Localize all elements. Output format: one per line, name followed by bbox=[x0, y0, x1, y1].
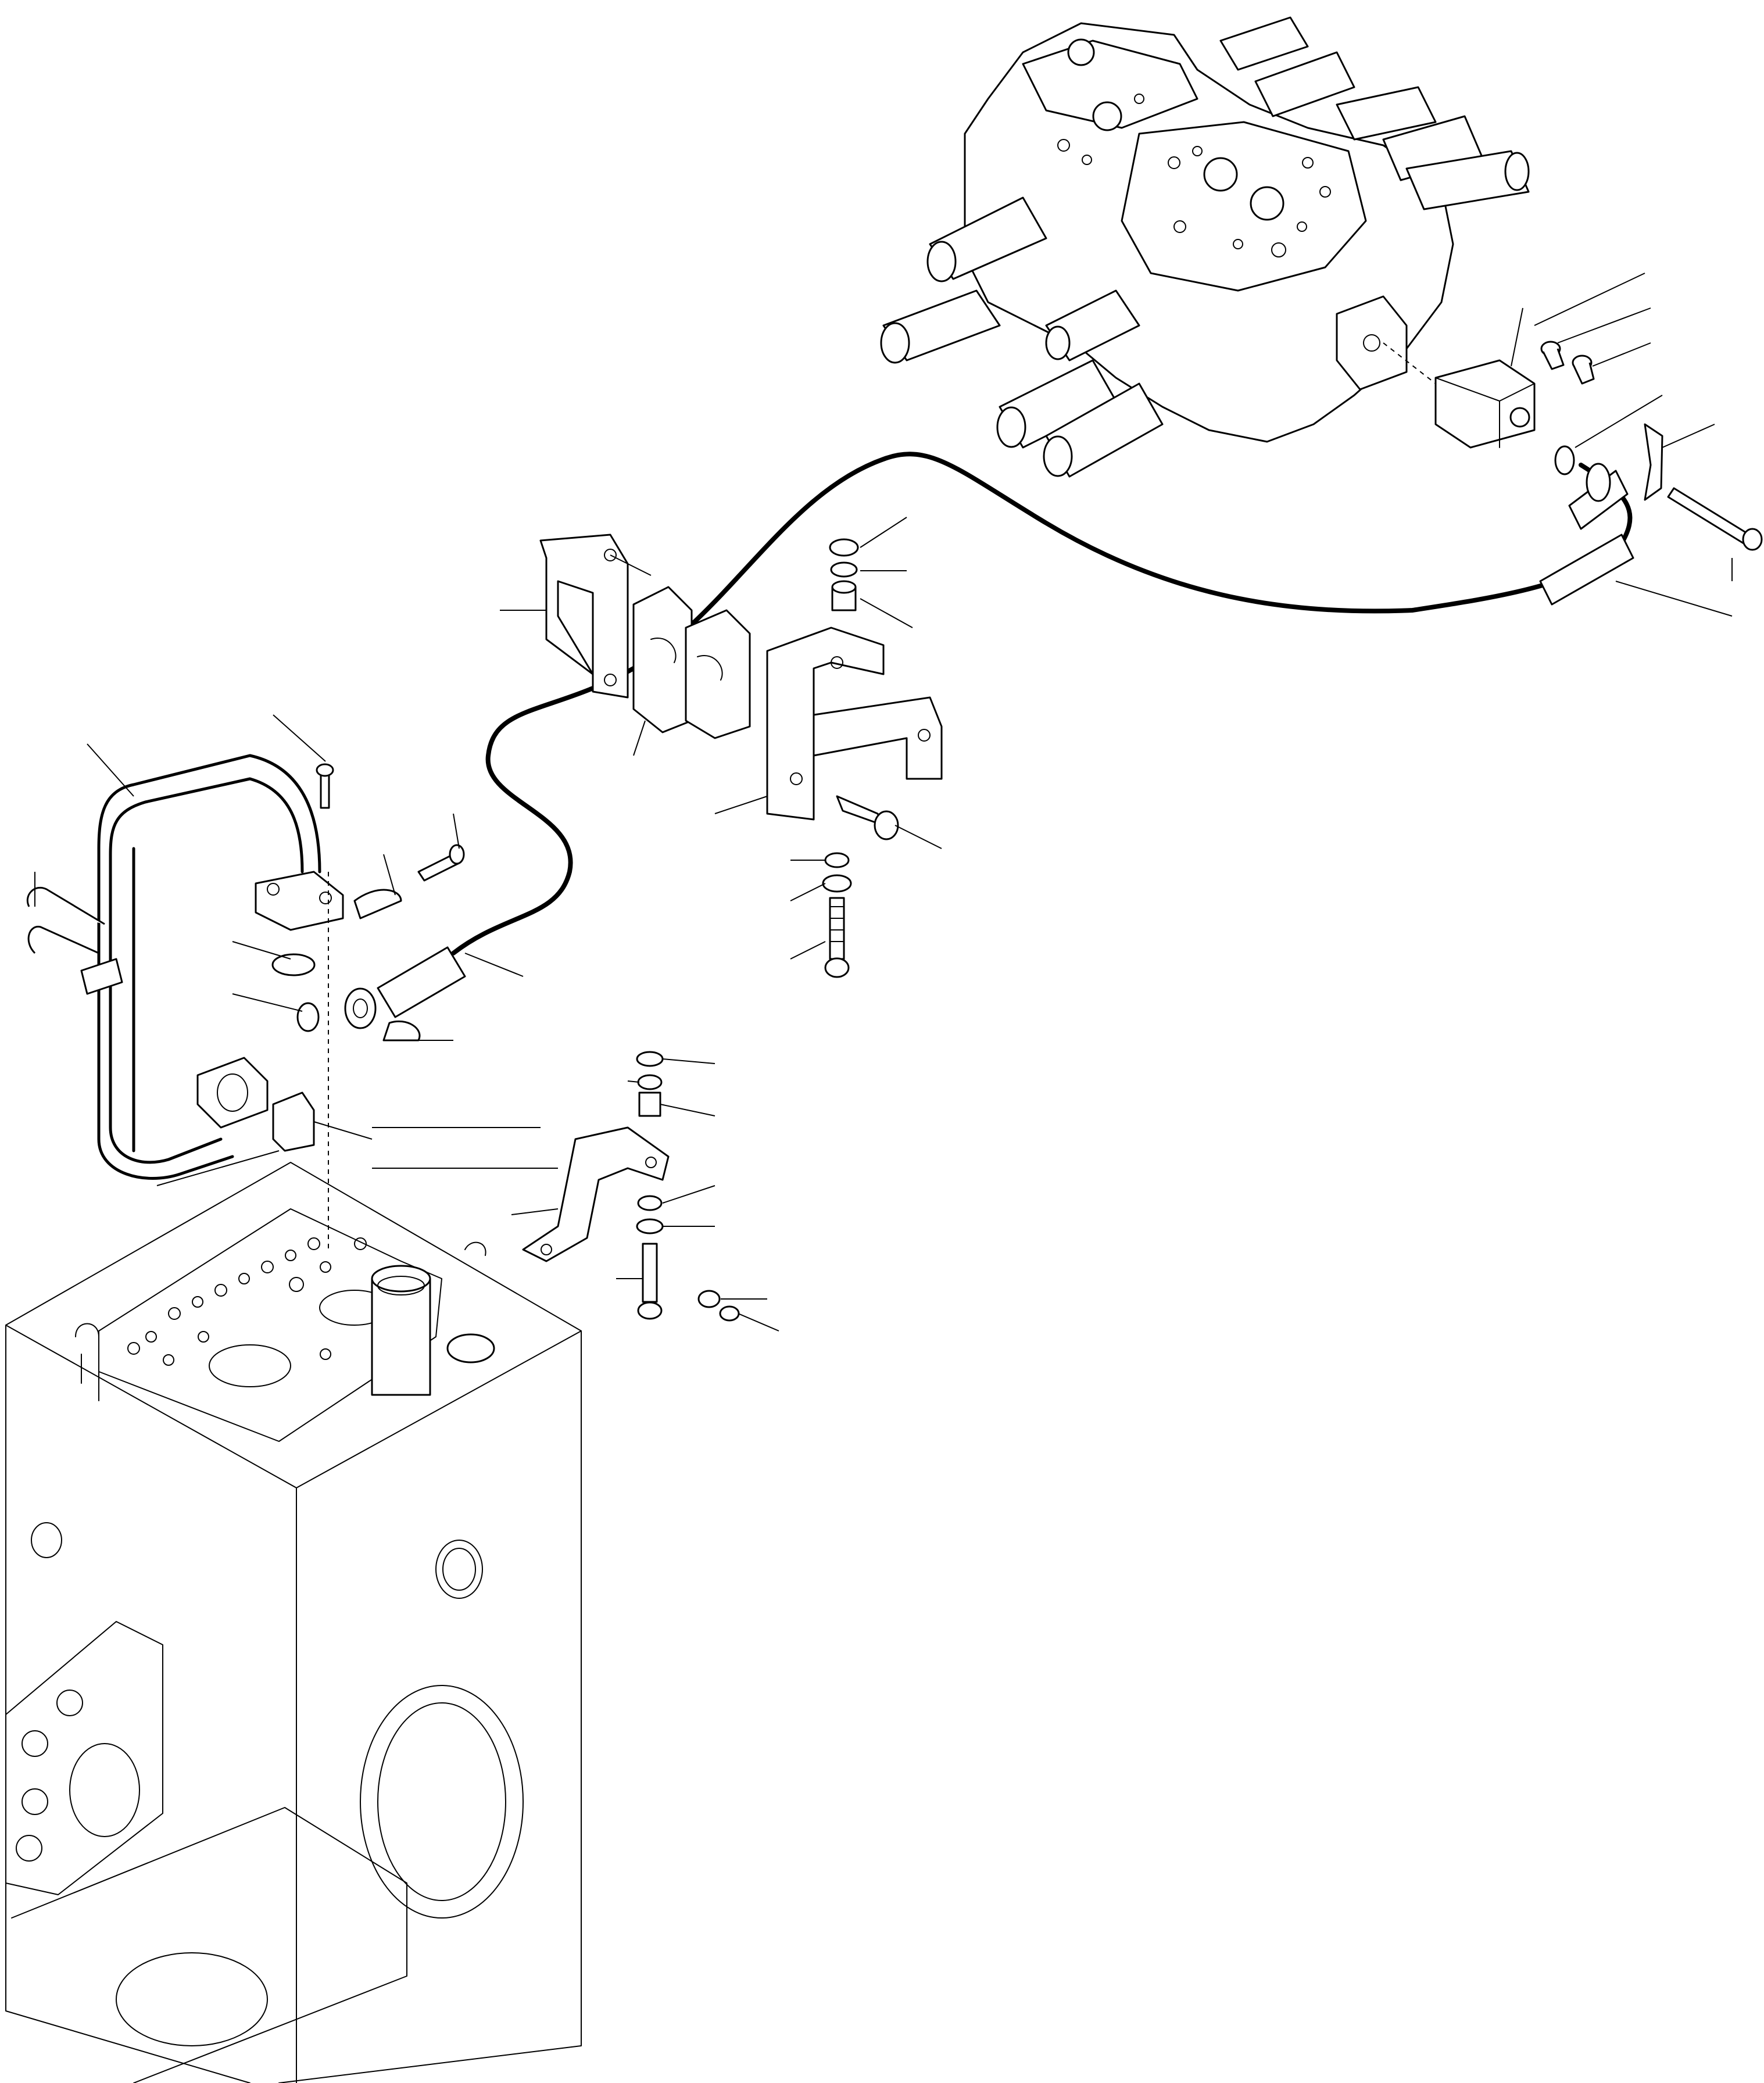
flange-bolt bbox=[836, 795, 899, 840]
clamp-halves-left bbox=[353, 889, 421, 1042]
u-bolt bbox=[26, 886, 123, 995]
bent-tube bbox=[97, 754, 321, 1180]
tube-flange-top bbox=[255, 871, 344, 931]
clamp-bracket bbox=[539, 534, 629, 699]
support-bracket bbox=[766, 627, 943, 821]
leader-lines bbox=[34, 273, 1733, 1332]
split-flange-clamp bbox=[1644, 423, 1663, 501]
spacer-block bbox=[272, 1091, 315, 1152]
small-bolts-left bbox=[316, 763, 465, 882]
hose-assembly bbox=[344, 452, 1634, 1029]
o-ring bbox=[1554, 445, 1575, 475]
adapter-screws bbox=[1540, 341, 1595, 385]
o-rings-left bbox=[271, 953, 320, 1032]
rubber-clamp-halves bbox=[632, 586, 751, 739]
small-bracket bbox=[522, 1126, 670, 1262]
stack-washers-upper bbox=[829, 538, 859, 611]
control-valve-block bbox=[880, 16, 1530, 478]
tube-flange-bottom bbox=[196, 1057, 269, 1129]
stack-washers-lower bbox=[822, 852, 852, 978]
long-bolt bbox=[1667, 487, 1763, 551]
hydraulic-tank bbox=[5, 1162, 582, 2083]
stack-bracket-lower bbox=[636, 1051, 740, 1322]
adapter-block bbox=[1383, 342, 1536, 449]
